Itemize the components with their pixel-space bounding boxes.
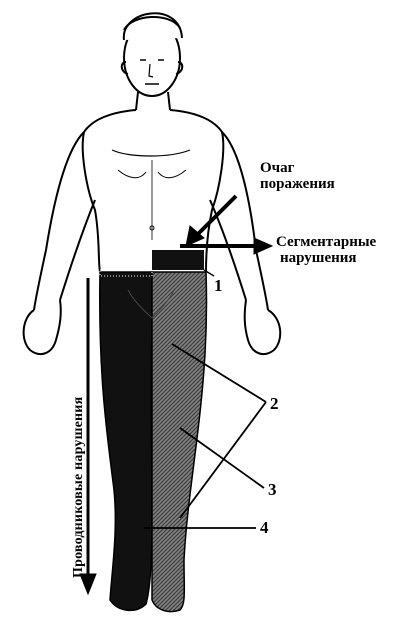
lesion-label-line1: Очаг xyxy=(260,160,294,176)
marker-1: 1 xyxy=(214,276,223,296)
dark-zone-leg xyxy=(100,272,152,610)
lesion-label-line2: поражения xyxy=(260,176,335,192)
head xyxy=(122,13,183,96)
segmental-label-line1: Сегментарные xyxy=(276,234,376,250)
marker-2: 2 xyxy=(270,394,279,414)
conduction-label: Проводниковые нарушения xyxy=(71,308,87,578)
segmental-label-line2: нарушения xyxy=(280,250,357,266)
marker-3: 3 xyxy=(268,480,277,500)
lesion-zone xyxy=(152,250,204,270)
marker-4: 4 xyxy=(260,518,269,538)
